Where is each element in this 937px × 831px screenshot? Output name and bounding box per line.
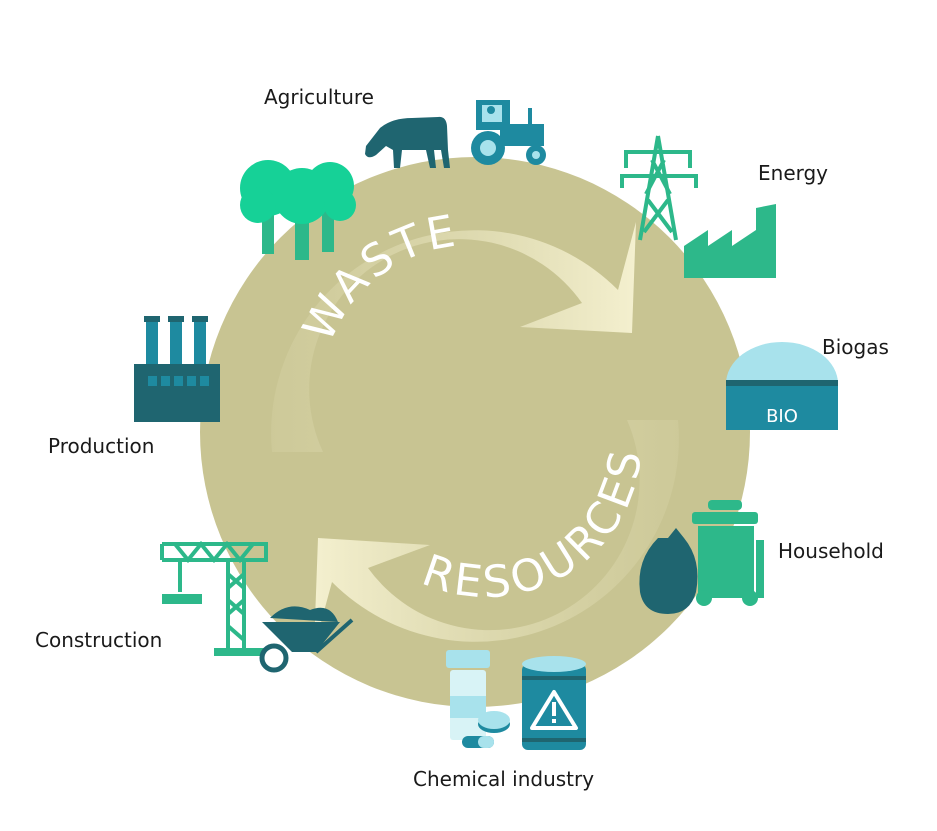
crane-hook-load: [162, 594, 202, 604]
sector-label-construction: Construction: [35, 628, 162, 652]
tractor-icon: [471, 100, 546, 165]
sector-label-energy: Energy: [758, 161, 828, 185]
sector-label-agriculture: Agriculture: [264, 85, 374, 109]
biogas-tank-label: BIO: [766, 406, 798, 427]
sector-label-production: Production: [48, 434, 154, 458]
crane-base: [214, 648, 264, 656]
production-factory-icon: [134, 316, 220, 422]
sector-label-biogas: Biogas: [822, 335, 889, 359]
waste-bin-icon: [692, 500, 764, 606]
biogas-tank-icon: BIO: [726, 342, 838, 430]
sector-label-chemical-industry: Chemical industry: [413, 767, 594, 791]
sector-label-household: Household: [778, 539, 884, 563]
factory-icon: [684, 204, 776, 278]
chemical-barrel-icon: [522, 656, 586, 750]
